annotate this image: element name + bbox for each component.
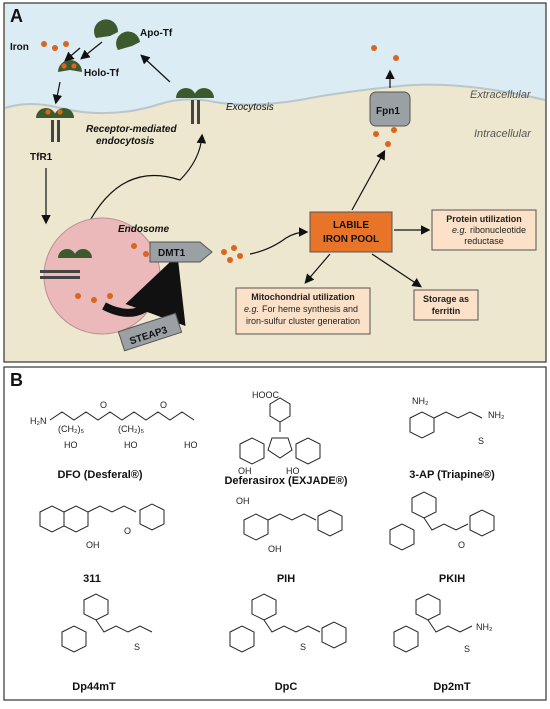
structure-dp2mt: NH₂ S [393,593,493,654]
panel-b: B H₂N (CH₂)₅ (CH₂)₅ HO HO HO O O DFO (De… [3,366,547,701]
structure-dp44mt: S [61,593,153,653]
storage-line2: ferritin [432,306,461,316]
c311-o: O [124,526,131,536]
protein-utilization-box: Protein utilization e.g. ribonucleotide … [431,209,537,251]
structure-dpc: S [229,593,347,653]
compound-name-deferasirox: Deferasirox (EXJADE®) [224,475,347,487]
labile-iron-pool-box: LABILE IRON POOL [309,211,393,253]
mito-title: Mitochondrial utilization [251,292,355,302]
free-iron-cluster [41,41,69,51]
structure-triapine: NH₂ NH₂ S [409,396,505,446]
receptor-tfr1-icon [35,107,74,142]
dmt1-released-iron [221,245,243,263]
dfo-h2n: H₂N [30,416,47,426]
dp44mt-s: S [134,642,140,652]
apo-transferrin-icon [94,19,140,50]
lip-to-mito-arrow [304,253,331,284]
extracellular-region [5,4,545,114]
compound-name-311: 311 [83,573,101,585]
structure-311: OH O [39,503,165,550]
pih-oh: OH [236,496,250,506]
mito-line1: For heme synthesis and [262,304,358,314]
lip-line2: IRON POOL [323,234,379,245]
dfo-o-2: O [160,400,167,410]
to-lip-arrow [249,227,309,255]
lip-to-fpn1-arrow [351,149,386,211]
pkih-o: O [458,540,465,550]
holo-transferrin-icon [58,60,82,72]
endosome-label: Endosome [118,224,170,235]
storage-line1: Storage as [423,294,469,304]
dp2mt-nh2: NH₂ [476,622,493,632]
dfx-oh-1: OH [238,466,252,476]
dpc-s: S [300,642,306,652]
recycle-arrow [140,54,171,83]
structure-pih: OH OH [236,496,343,554]
exocytosis-label: Exocytosis [226,102,274,113]
holo-to-receptor-arrow [52,81,63,105]
panel-b-label: B [10,370,23,390]
dfx-cooh: HOOC [252,390,280,400]
protein-eg: e.g. [452,225,467,235]
cell-membrane [4,83,546,115]
exported-iron [371,45,399,147]
c311-oh: OH [86,540,100,550]
structure-dfo: H₂N (CH₂)₅ (CH₂)₅ HO HO HO O O [30,400,198,450]
tri-nh2-ring: NH₂ [412,396,429,406]
extracellular-label: Extracellular [470,89,532,101]
rme-label-line2: endocytosis [96,136,155,147]
endosome-receptor-icon [40,249,92,279]
dp2mt-s: S [464,644,470,654]
compound-name-pkih: PKIH [439,573,465,585]
compound-name-triapine: 3-AP (Triapine®) [409,469,495,481]
compound-name-dfo: DFO (Desferal®) [57,469,142,481]
dfo-ch2-1: (CH₂)₅ [58,424,84,434]
mitochondrial-utilization-box: Mitochondrial utilization e.g. For heme … [235,287,371,335]
dfo-o-1: O [100,400,107,410]
protein-title: Protein utilization [446,214,522,224]
storage-ferritin-box: Storage as ferritin [413,289,479,321]
dfx-ho-2: HO [286,466,300,476]
structure-deferasirox: HOOC OH HO [238,390,321,476]
pih-ho: OH [268,544,282,554]
compound-name-dp2mt: Dp2mT [433,681,471,693]
lip-line1: LABILE [333,220,369,231]
tri-s: S [478,436,484,446]
iron-label: Iron [10,42,29,53]
tri-nh2-end: NH₂ [488,410,505,420]
steap3-reduction-arrow [102,254,186,327]
compound-name-pih: PIH [277,573,295,585]
fpn1-transporter: Fpn1 [369,91,411,127]
protein-line1: ribonucleotide [470,225,526,235]
intracellular-label: Intracellular [474,128,532,140]
holo-tf-label: Holo-Tf [84,68,120,79]
panel-a-label: A [10,6,23,26]
panel-b-frame [3,366,547,701]
fpn1-label: Fpn1 [376,106,400,117]
panel-a: A Extracellular Intracellular Iron Apo-T… [3,2,547,363]
mito-eg: e.g. [244,304,259,314]
structure-pkih: O [389,491,495,551]
exocytosis-receptor-icon [176,88,214,124]
lip-to-storage-arrow [371,253,422,288]
dmt1-label: DMT1 [158,248,186,259]
compound-name-dpc: DpC [275,681,298,693]
apo-tf-label: Apo-Tf [140,28,173,39]
dfo-ho-2: HO [124,440,138,450]
mito-line2: iron-sulfur cluster generation [246,316,360,326]
exocytosis-arrow [85,133,207,229]
protein-line2: reductase [464,236,504,246]
compound-name-dp44mt: Dp44mT [72,681,116,693]
rme-label-line1: Receptor-mediated [86,124,177,135]
apo-to-holo-arrow [80,41,103,60]
dfo-ch2-2: (CH₂)₅ [118,424,144,434]
iron-to-holo-arrow [64,47,81,62]
dmt1-transporter: DMT1 [149,241,213,263]
tfr1-label: TfR1 [30,152,53,163]
dfo-ho-1: HO [64,440,78,450]
dfo-ho-3: HO [184,440,198,450]
